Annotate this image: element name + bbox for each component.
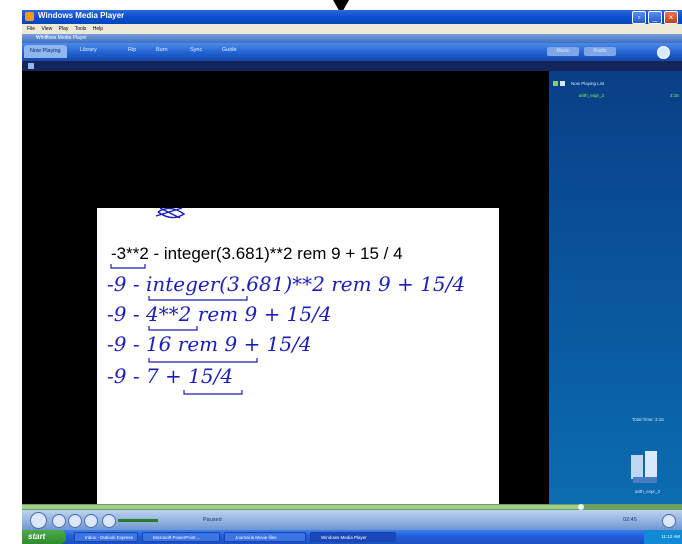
seek-bar[interactable] bbox=[22, 504, 682, 510]
tab-radio[interactable]: Radio bbox=[584, 47, 616, 56]
title-bar: Windows Media Player ▫ _ × bbox=[22, 10, 682, 24]
whiteboard-video: -3**2 - integer(3.681)**2 rem 9 + 15 / 4… bbox=[97, 207, 499, 506]
scribble-mark-icon bbox=[155, 207, 186, 219]
tab-music[interactable]: Music bbox=[547, 47, 579, 56]
playback-status: Paused bbox=[203, 517, 222, 523]
playlist-options-icon[interactable] bbox=[560, 81, 565, 86]
wmp-app-icon bbox=[25, 12, 34, 21]
next-button[interactable] bbox=[84, 514, 98, 528]
menu-tools[interactable]: Tools bbox=[74, 26, 87, 32]
task-outlook[interactable]: Inbox - Outlook Express bbox=[74, 532, 138, 542]
previous-button[interactable] bbox=[68, 514, 82, 528]
sub-window-controls[interactable]: – ▫ × bbox=[36, 34, 49, 40]
menu-bar: File View Play Tools Help bbox=[22, 24, 682, 34]
playlist-item-duration: 3:15 bbox=[670, 93, 679, 98]
playlist-icon[interactable] bbox=[553, 81, 558, 86]
underline-bracket-2 bbox=[148, 296, 248, 301]
feature-taskbar: Now Playing Library Rip Burn Sync Guide … bbox=[22, 43, 682, 61]
handwritten-line-1: -9 - integer(3.681)**2 rem 9 + 15/4 bbox=[107, 272, 466, 296]
handwritten-line-2: -9 - 4**2 rem 9 + 15/4 bbox=[107, 302, 332, 326]
task-wmp[interactable]: Windows Media Player bbox=[310, 532, 396, 542]
window-title: Windows Media Player bbox=[38, 11, 125, 20]
menu-help[interactable]: Help bbox=[92, 26, 104, 32]
volume-slider[interactable] bbox=[118, 519, 158, 522]
play-button[interactable] bbox=[30, 512, 47, 529]
playlist-item[interactable]: arith_expr_2 bbox=[579, 93, 605, 98]
mute-button[interactable] bbox=[102, 514, 116, 528]
info-bar bbox=[22, 61, 682, 71]
video-area: -3**2 - integer(3.681)**2 rem 9 + 15 / 4… bbox=[22, 71, 549, 506]
album-art-icon bbox=[631, 451, 657, 483]
seek-thumb[interactable] bbox=[578, 504, 584, 510]
minimize-button[interactable]: _ bbox=[648, 11, 662, 24]
start-button[interactable]: start bbox=[22, 530, 66, 544]
tab-sync[interactable]: Sync bbox=[190, 47, 203, 53]
menu-view[interactable]: View bbox=[41, 26, 53, 32]
underline-bracket-3 bbox=[148, 326, 198, 331]
album-name: arith_expr_2 bbox=[635, 489, 661, 494]
underline-bracket-5 bbox=[183, 390, 243, 395]
sub-title-bar: Windows Media Player – ▫ × bbox=[22, 34, 682, 43]
tab-rip[interactable]: Rip bbox=[128, 47, 137, 53]
task-powerpoint[interactable]: Microsoft PowerPoint ... bbox=[142, 532, 220, 542]
wmp-logo-icon[interactable] bbox=[657, 46, 670, 59]
playback-time: 02:45 bbox=[623, 517, 637, 523]
now-playing-list-pane: Now Playing List arith_expr_2 3:15 Total… bbox=[549, 71, 682, 504]
wmp-window: Windows Media Player ▫ _ × File View Pla… bbox=[22, 10, 682, 530]
tab-guide[interactable]: Guide bbox=[222, 47, 237, 53]
playlist-title[interactable]: Now Playing List bbox=[571, 81, 605, 86]
view-icon[interactable] bbox=[28, 63, 34, 69]
tab-burn[interactable]: Burn bbox=[156, 47, 168, 53]
typed-expression: -3**2 - integer(3.681)**2 rem 9 + 15 / 4 bbox=[111, 244, 403, 263]
switch-to-skin-mode-button[interactable] bbox=[662, 514, 676, 528]
stop-button[interactable] bbox=[52, 514, 66, 528]
restore-icon[interactable]: ▫ bbox=[632, 11, 646, 24]
task-journal[interactable]: Journal & Movie files bbox=[224, 532, 306, 542]
system-tray-clock[interactable]: 11:12 AM bbox=[644, 530, 682, 544]
underline-bracket bbox=[110, 264, 146, 269]
transport-controls: Paused 02:45 bbox=[22, 510, 682, 530]
close-button[interactable]: × bbox=[664, 11, 678, 24]
menu-file[interactable]: File bbox=[27, 26, 36, 32]
tab-library[interactable]: Library bbox=[80, 47, 97, 53]
menu-play[interactable]: Play bbox=[58, 26, 69, 32]
underline-bracket-4 bbox=[148, 358, 258, 363]
windows-taskbar: start Inbox - Outlook Express Microsoft … bbox=[22, 530, 682, 544]
seek-progress bbox=[22, 505, 580, 509]
handwritten-line-4: -9 - 7 + 15/4 bbox=[107, 364, 234, 388]
handwritten-line-3: -9 - 16 rem 9 + 15/4 bbox=[107, 332, 312, 356]
sub-title: Windows Media Player bbox=[36, 35, 87, 41]
total-time: Total Time: 3:15 bbox=[632, 417, 664, 422]
tab-now-playing[interactable]: Now Playing bbox=[24, 45, 67, 58]
